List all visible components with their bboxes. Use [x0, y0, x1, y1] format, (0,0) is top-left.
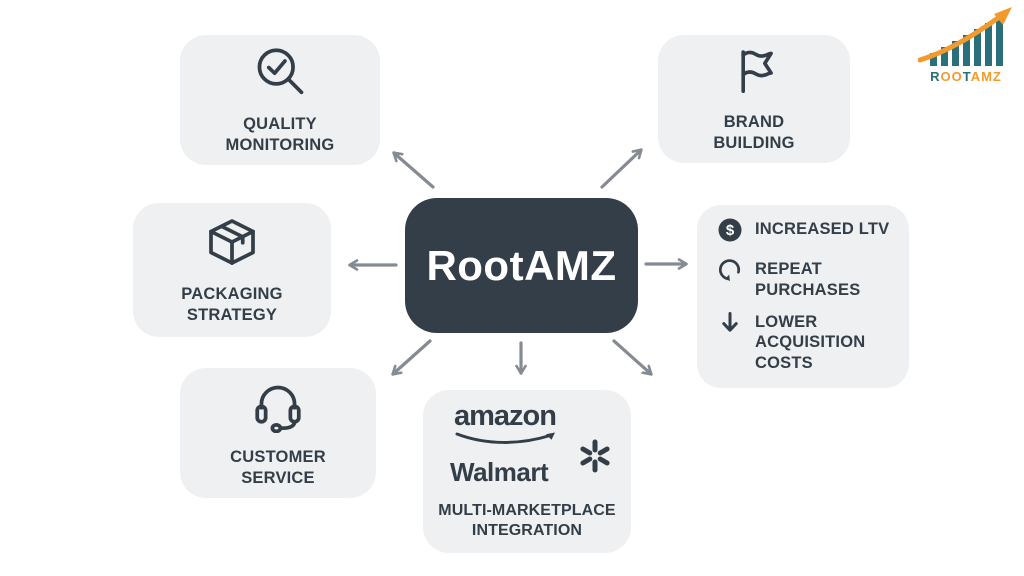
arrow-to-brand-building: [600, 148, 643, 189]
node-quality-monitoring: QUALITY MONITORING: [180, 35, 380, 165]
amazon-logo: amazon: [449, 402, 561, 453]
walmart-spark-icon: [577, 438, 613, 479]
benefit-lower-acquisition-costs: LOWER ACQUISITION COSTS: [697, 310, 909, 374]
dollar-circle-icon: $: [717, 217, 743, 248]
growth-arrow-icon: [917, 7, 1012, 63]
node-marketplace-integration: amazon Walmart MULTI-MARKETPLACE INTEGRA…: [423, 390, 631, 553]
magnifier-check-icon: [252, 44, 308, 105]
benefit-label: REPEAT PURCHASES: [755, 260, 861, 300]
center-hub: RootAMZ: [405, 198, 638, 333]
package-box-icon: [204, 214, 260, 275]
node-label-packaging-strategy: PACKAGING STRATEGY: [181, 284, 283, 324]
rootamz-wordmark: ROOTAMZ: [930, 69, 1002, 84]
node-label-brand-building: BRAND BUILDING: [713, 112, 795, 152]
benefits-panel: $ INCREASED LTV REPEAT PURCHASES LOWER A…: [697, 205, 909, 388]
walmart-wordmark: Walmart: [450, 457, 549, 487]
amazon-smile-icon: [455, 432, 555, 444]
rootamz-logo: ROOTAMZ: [916, 6, 1016, 84]
down-arrow-icon: [717, 310, 743, 341]
arrow-to-customer-service: [391, 339, 432, 376]
flag-icon: [727, 44, 781, 103]
benefit-increased-ltv: $ INCREASED LTV: [697, 217, 909, 248]
arrow-to-quality-monitoring: [392, 151, 435, 189]
node-label-marketplace: MULTI-MARKETPLACE INTEGRATION: [438, 502, 616, 539]
node-customer-service: CUSTOMER SERVICE: [180, 368, 376, 498]
benefit-label: LOWER ACQUISITION COSTS: [755, 312, 866, 372]
node-brand-building: BRAND BUILDING: [658, 35, 850, 163]
repeat-icon: [717, 257, 743, 288]
benefit-label: INCREASED LTV: [755, 220, 890, 239]
center-hub-label: RootAMZ: [426, 241, 617, 289]
growth-bars-icon: [917, 7, 1012, 66]
benefit-repeat-purchases: REPEAT PURCHASES: [697, 259, 909, 300]
amazon-wordmark: amazon: [454, 400, 557, 432]
headset-icon: [250, 377, 306, 438]
node-label-customer-service: CUSTOMER SERVICE: [230, 447, 326, 487]
arrow-to-bottom-right: [612, 339, 653, 376]
node-label-quality-monitoring: QUALITY MONITORING: [225, 114, 335, 154]
node-packaging-strategy: PACKAGING STRATEGY: [133, 203, 331, 337]
svg-text:$: $: [726, 223, 735, 240]
